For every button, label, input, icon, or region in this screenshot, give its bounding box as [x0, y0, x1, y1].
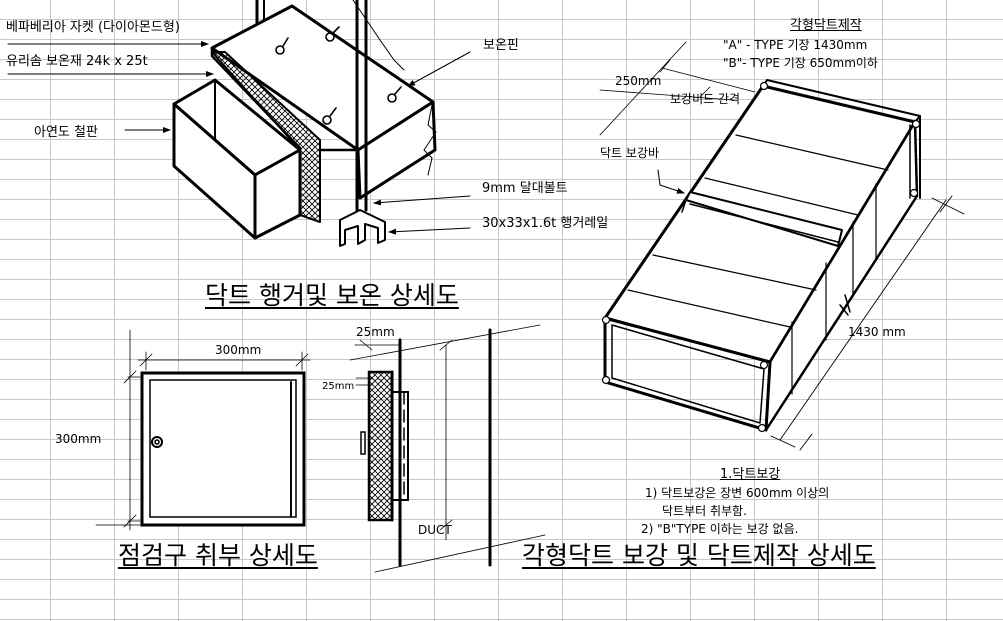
door-height-dim: 300mm: [55, 432, 102, 446]
note-1-line-1: 1) 닥트보강은 장변 600mm 이상의: [645, 486, 830, 500]
fabrication-detail-title: 각형닥트 보강 및 닥트제작 상세도: [522, 541, 876, 570]
duct-label: DUCT: [418, 523, 452, 537]
inspection-detail-title: 점검구 취부 상세도: [118, 541, 318, 570]
rail-label: 30x33x1.6t 행거레일: [482, 216, 609, 231]
reinforce-bar-label: 닥트 보강바: [600, 146, 660, 160]
hanger-detail-figure: [7, 0, 471, 247]
gap-side-dim: 25mm: [322, 381, 355, 392]
bead-spacing-label: 보강비드 간격: [670, 92, 741, 106]
duct-fabrication-figure: [599, 41, 965, 451]
galvanized-sheet-label: 아연도 철판: [34, 125, 98, 140]
door-width-dim: 300mm: [215, 343, 262, 357]
notes-title: 1.닥트보강: [720, 467, 781, 482]
type-b-spec: "B"- TYPE 기장 650mm이하: [723, 56, 878, 70]
type-a-spec: "A" - TYPE 기장 1430mm: [723, 38, 868, 52]
length-dim-1430: 1430 mm: [848, 325, 906, 339]
bead-dim-250: 250mm: [615, 74, 662, 88]
jacket-label: 베파베리아 자켓 (다이아몬드형): [6, 20, 180, 35]
hanger-detail-title: 닥트 행거및 보온 상세도: [205, 281, 459, 310]
note-2: 2) "B"TYPE 이하는 보강 없음.: [641, 522, 799, 536]
bolt-label: 9mm 달대볼트: [482, 181, 568, 196]
fabrication-header: 각형닥트제작: [790, 18, 862, 33]
note-1-line-2: 닥트부터 취부함.: [662, 504, 747, 518]
gap-top-dim: 25mm: [356, 325, 395, 339]
pin-label: 보온핀: [483, 38, 519, 53]
insulation-label: 유리솜 보온재 24k x 25t: [6, 54, 148, 69]
inspection-door-figure: [95, 324, 546, 573]
